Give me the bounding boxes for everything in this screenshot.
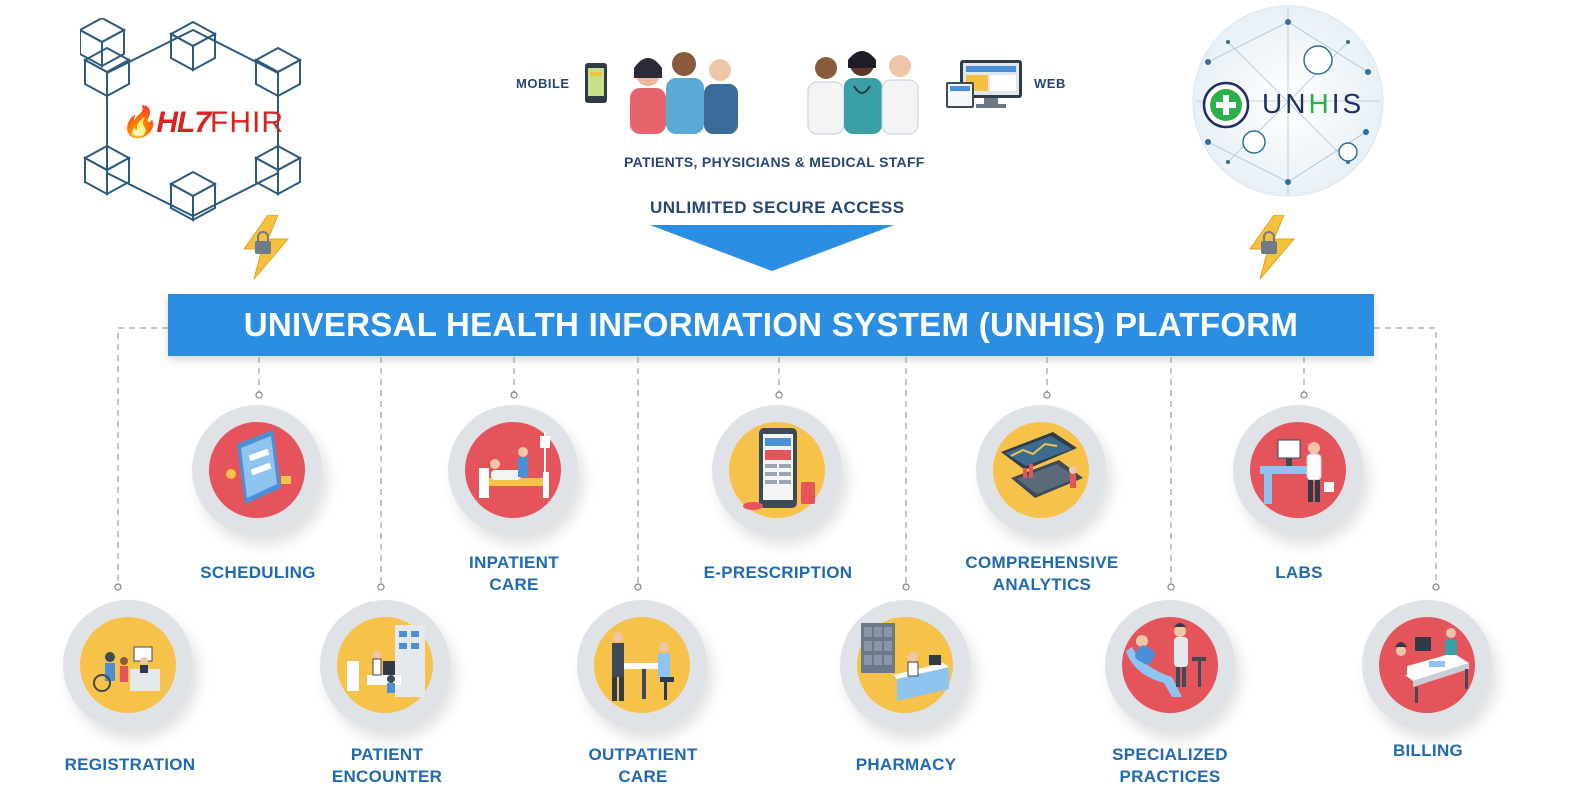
comprehensive-analytics-module-circle[interactable] [976,405,1106,535]
fhir-text: FHIR [210,106,285,139]
secure-connection-icon-left [238,215,292,279]
specialized-practices-label: SPECIALIZED PRACTICES [1112,745,1228,786]
labs-icon [1250,422,1346,518]
network-globe-graphic [1192,5,1384,197]
scheduling-module-circle[interactable] [192,405,322,535]
outpatient-care-module-circle[interactable] [577,600,707,730]
unhis-highlight: H [1308,88,1332,119]
outpatient-care-label: OUTPATIENT CARE [588,745,698,786]
unhis-logo: UNHIS [1188,2,1388,200]
patient-encounter-label: PATIENT ENCOUNTER [331,745,443,786]
flame-icon: 🔥 [120,106,157,139]
labs-label: LABS [1275,563,1323,582]
specialized-practices-icon [1122,617,1218,713]
hl7-fhir-wordmark: 🔥HL7FHIR [120,105,284,140]
unhis-wordmark: UNHIS [1262,88,1364,120]
platform-banner: UNIVERSAL HEALTH INFORMATION SYSTEM (UNH… [168,294,1374,356]
billing-label: BILLING [1392,741,1464,760]
pharmacy-module-circle[interactable] [840,600,970,730]
medical-staff-illustration [802,46,926,138]
unhis-prefix: UN [1262,88,1309,119]
down-arrow-icon [650,225,894,273]
secure-connection-icon-right [1244,215,1298,279]
scheduling-icon [209,422,305,518]
analytics-icon [993,422,1089,518]
access-label: UNLIMITED SECURE ACCESS [650,198,905,217]
audience-label: PATIENTS, PHYSICIANS & MEDICAL STAFF [624,154,925,170]
outpatient-care-icon [594,617,690,713]
billing-icon [1379,617,1475,713]
comprehensive-analytics-label: COMPREHENSIVE ANALYTICS [965,553,1119,594]
patient-encounter-icon [337,617,433,713]
mobile-phone-icon [584,62,608,104]
web-devices-icon [944,58,1024,112]
registration-icon [80,617,176,713]
billing-module-circle[interactable] [1362,600,1492,730]
web-label: WEB [1034,76,1066,91]
patient-encounter-module-circle[interactable] [320,600,450,730]
inpatient-care-module-circle[interactable] [448,405,578,535]
cube-network-graphic [80,18,301,221]
specialized-practices-module-circle[interactable] [1105,600,1235,730]
labs-module-circle[interactable] [1233,405,1363,535]
inpatient-care-label: INPATIENT CARE [469,553,559,594]
registration-label: REGISTRATION [64,755,196,774]
e-prescription-label: E-PRESCRIPTION [703,563,853,582]
hl7-fhir-logo: 🔥HL7FHIR [80,18,305,233]
inpatient-care-icon [465,422,561,518]
e-prescription-module-circle[interactable] [712,405,842,535]
registration-module-circle[interactable] [63,600,193,730]
scheduling-label: SCHEDULING [200,563,316,582]
e-prescription-icon [729,422,825,518]
unhis-suffix: IS [1331,88,1365,119]
hl7-text: HL7 [156,106,211,139]
pharmacy-label: PHARMACY [855,755,957,774]
patients-group-illustration [622,46,750,138]
pharmacy-icon [857,617,953,713]
mobile-label: MOBILE [516,76,570,91]
